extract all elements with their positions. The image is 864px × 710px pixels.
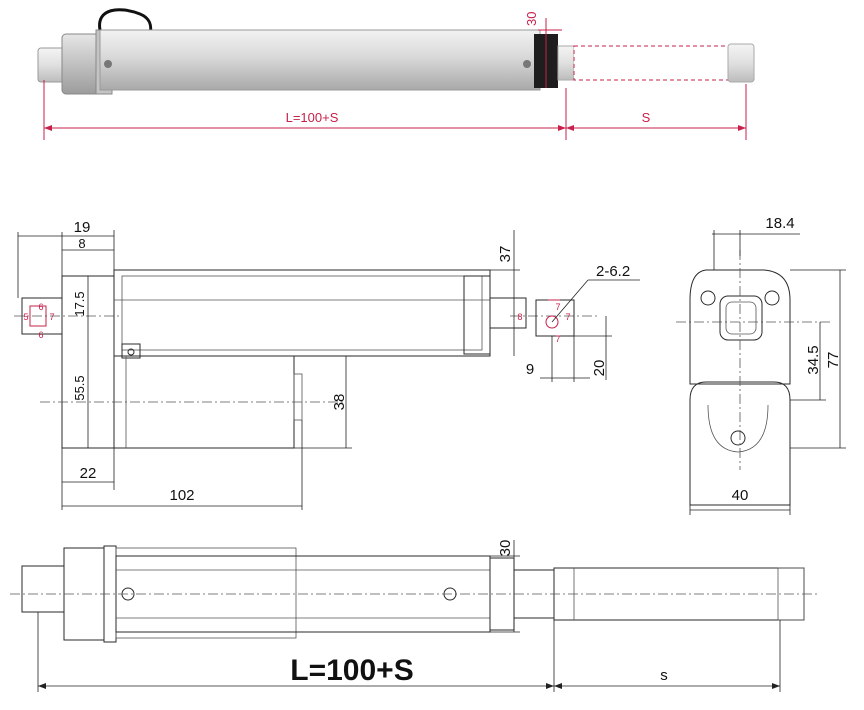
dim-19: 19 — [74, 219, 91, 236]
dim-102: 102 — [169, 487, 194, 504]
dim-40: 40 — [732, 487, 749, 504]
stroke-rod-outline — [573, 45, 755, 81]
rod-end — [727, 43, 755, 83]
side-view-drawing: 19 8 17.5 55.5 6 5 7 6 22 102 38 37 2-6.… — [14, 219, 640, 510]
end-view-drawing: 18.4 34.5 77 40 — [676, 215, 846, 515]
right-box-top: 7 — [555, 302, 560, 312]
dim-55-5: 55.5 — [72, 375, 87, 400]
photo-stroke-label: S — [642, 110, 651, 125]
left-box-bottom: 6 — [38, 330, 43, 340]
dim-77: 77 — [825, 352, 842, 369]
hole-label: 2-6.2 — [596, 263, 630, 280]
top-length-label: L=100+S — [290, 654, 413, 687]
top-view-drawing: 30 L=100+S s — [10, 540, 820, 692]
dim-9: 9 — [526, 361, 534, 378]
dim-34-5: 34.5 — [805, 345, 822, 374]
actuator-tube — [99, 29, 541, 91]
dim-30: 30 — [497, 540, 514, 557]
dim-18-4: 18.4 — [765, 215, 794, 232]
dim-8: 8 — [78, 236, 85, 251]
photo-height-label: 30 — [524, 12, 539, 26]
dim-20: 20 — [591, 360, 608, 377]
dim-17-5: 17.5 — [72, 291, 87, 316]
right-box-left: 8 — [517, 312, 522, 322]
photo-length-label: L=100+S — [286, 110, 339, 125]
right-box-right: 7 — [565, 312, 570, 322]
left-box-right: 7 — [49, 312, 54, 322]
cable — [98, 8, 153, 35]
right-box-bottom: 7 — [555, 334, 560, 344]
dim-22: 22 — [80, 465, 97, 482]
screw-icon — [104, 60, 112, 68]
outer-tube — [113, 269, 491, 357]
dim-37: 37 — [497, 246, 514, 263]
top-stroke-label: s — [660, 667, 668, 684]
left-box-left: 5 — [23, 312, 28, 322]
rod-collar — [557, 45, 575, 81]
left-box-top: 6 — [38, 302, 43, 312]
actuator-photo: 30 L=100+S S — [37, 8, 755, 140]
screw-icon — [523, 60, 531, 68]
dim-38: 38 — [331, 394, 348, 411]
